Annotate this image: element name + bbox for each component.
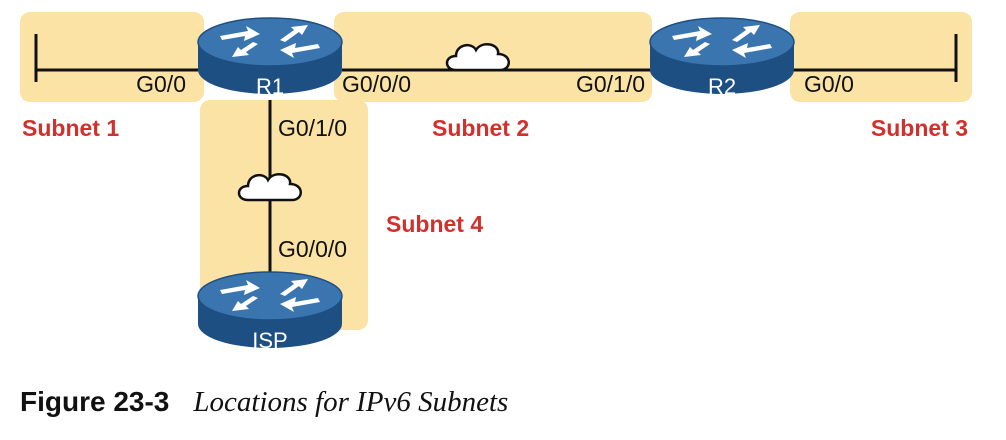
figure-caption: Figure 23-3 Locations for IPv6 Subnets <box>20 386 508 419</box>
router-r1: R1 <box>197 17 343 99</box>
router-r1-label: R1 <box>256 74 284 99</box>
subnet-3-area <box>790 12 972 102</box>
interface-label: G0/0/0 <box>278 236 347 262</box>
figure-number: Figure 23-3 <box>20 386 170 417</box>
interface-label: G0/1/0 <box>576 71 645 97</box>
router-isp: ISP <box>197 271 343 353</box>
subnet-4-area <box>200 100 368 330</box>
subnet-1-area <box>20 12 204 102</box>
interface-label: G0/0 <box>136 71 186 97</box>
network-diagram: R1 R2 ISP G0/0 G0/0/0 G0/1/0 G0/1/0 G0/0… <box>20 12 972 353</box>
interface-label: G0/0 <box>804 71 854 97</box>
subnet-2-label: Subnet 2 <box>432 115 529 141</box>
router-r2: R2 <box>649 17 795 99</box>
figure-title: Locations for IPv6 Subnets <box>193 386 509 418</box>
router-isp-label: ISP <box>252 328 287 353</box>
subnet-3-label: Subnet 3 <box>871 115 968 141</box>
interface-label: G0/0/0 <box>342 71 411 97</box>
router-r2-label: R2 <box>708 74 736 99</box>
subnet-4-label: Subnet 4 <box>386 211 483 237</box>
subnet-1-label: Subnet 1 <box>22 115 119 141</box>
interface-label: G0/1/0 <box>278 115 347 141</box>
